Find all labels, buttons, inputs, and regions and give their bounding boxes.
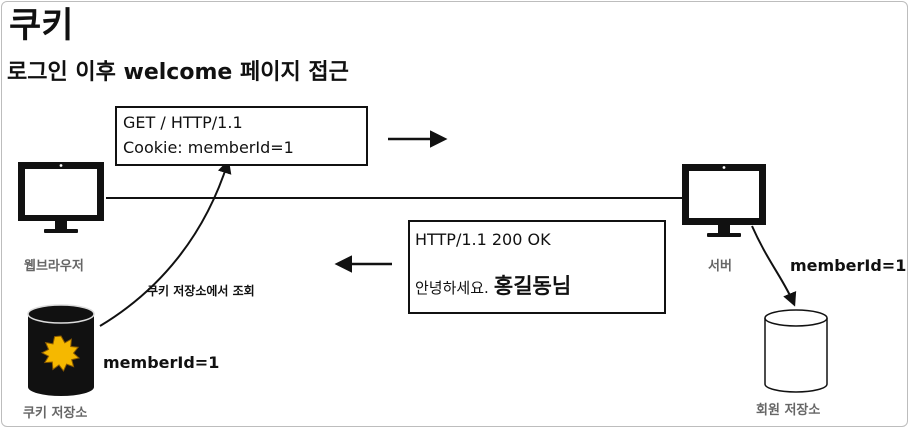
slide-title: 쿠키 <box>9 6 74 46</box>
cookie-lookup-arrow <box>99 159 232 327</box>
member-lookup-arrow <box>751 225 797 307</box>
response-status-line: HTTP/1.1 200 OK <box>415 230 551 249</box>
response-user-name: 홍길동님 <box>493 274 572 298</box>
request-cookie-header: Cookie: memberId=1 <box>123 138 294 157</box>
cookie-lookup-note: 쿠키 저장소에서 조회 <box>147 284 255 298</box>
response-body: 안녕하세요. 홍길동님 <box>415 276 571 298</box>
http-response-box <box>408 220 666 314</box>
member-store-database-icon <box>764 309 828 393</box>
cookie-store-label: 쿠키 저장소 <box>23 406 88 421</box>
server-member-id: memberId=1 <box>790 256 907 275</box>
request-line: GET / HTTP/1.1 <box>123 113 243 132</box>
http-request-box <box>115 106 368 166</box>
response-greeting: 안녕하세요. <box>415 279 489 297</box>
browser-label: 웹브라우저 <box>24 259 84 274</box>
member-store-label: 회원 저장소 <box>756 403 821 418</box>
slide-subtitle: 로그인 이후 welcome 페이지 접근 <box>7 60 349 85</box>
cookie-store-cookie-icon <box>40 335 81 372</box>
store-member-id: memberId=1 <box>103 353 220 372</box>
browser-monitor-icon <box>18 162 104 233</box>
server-label: 서버 <box>708 259 732 274</box>
server-monitor-icon <box>682 164 766 237</box>
